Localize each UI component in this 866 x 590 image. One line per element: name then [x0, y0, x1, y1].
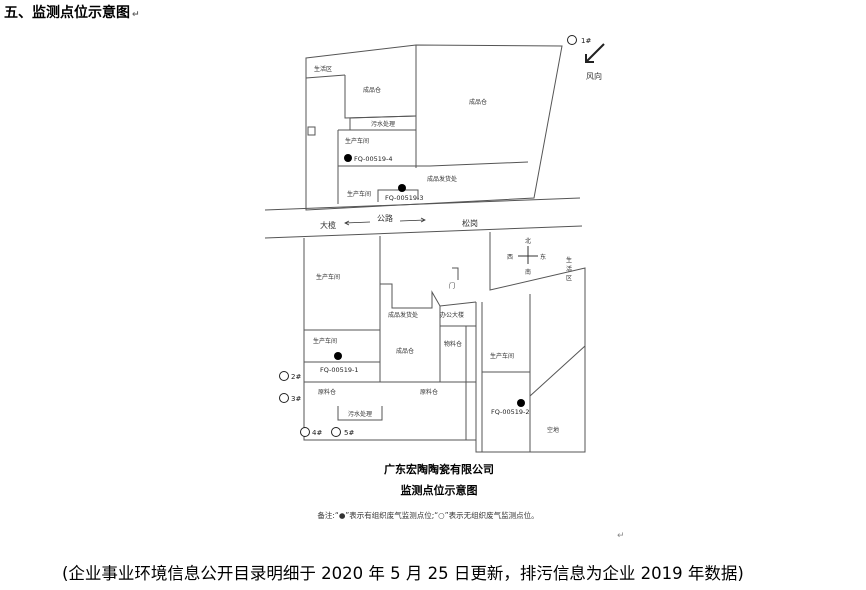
label-shipping-north: 成品发货处 — [427, 175, 457, 183]
gate-mark-shape — [452, 267, 459, 280]
wind-direction-arrow — [585, 43, 605, 63]
label-living-area-south: 生 活 区 — [566, 256, 572, 282]
label-open-space: 空地 — [547, 426, 559, 434]
label-workshop-3: 生产车间 — [490, 352, 514, 360]
unorganized-point-label-3: 3# — [291, 395, 301, 403]
organized-point-label-2: FQ-00519-2 — [491, 408, 530, 416]
svg-text:生: 生 — [566, 256, 572, 264]
label-sewage-south: 污水处理 — [348, 410, 372, 418]
loading-bay — [377, 189, 419, 202]
sewage-boundary — [349, 115, 417, 130]
label-gate-mark: 门 — [449, 282, 455, 290]
label-material-warehouse: 物料仓 — [444, 340, 462, 348]
paragraph-mark: ↵ — [617, 531, 625, 541]
compass — [518, 246, 538, 264]
organized-point-label-4: FQ-00519-4 — [354, 155, 393, 163]
unorganized-point-marker-5 — [331, 427, 341, 437]
label-office-building: 办公大楼 — [440, 311, 464, 319]
small-warehouse-boundary — [344, 75, 417, 119]
label-raw-material-1: 原料仓 — [318, 388, 336, 396]
unorganized-point-marker-1 — [567, 35, 577, 45]
map-title: 监测点位示意图 — [401, 483, 478, 497]
open-space-diagonal — [529, 345, 586, 397]
road-edge-north — [264, 197, 581, 211]
north-site-outline — [305, 44, 563, 211]
compass-south: 南 — [525, 268, 531, 276]
organized-point-marker-2 — [517, 399, 525, 407]
svg-text:区: 区 — [566, 275, 572, 282]
label-finished-warehouse-south: 成品仓 — [396, 347, 414, 355]
label-finished-warehouse-large: 成品仓 — [469, 98, 487, 106]
road-label-right: 松岗 — [462, 218, 478, 228]
unorganized-point-marker-4 — [300, 427, 310, 437]
wind-direction-label: 风向 — [586, 71, 602, 81]
compass-east: 东 — [540, 253, 546, 261]
legend-note: 备注:“●”表示有组织废气监测点位;“○”表示无组织废气监测点位。 — [317, 510, 538, 520]
label-shipping-south: 成品发货处 — [388, 311, 418, 319]
organized-point-label-3: FQ-00519-3 — [385, 194, 424, 202]
organized-point-marker-4 — [344, 154, 352, 162]
label-workshop-1: 生产车间 — [316, 273, 340, 281]
sewage-south — [337, 406, 383, 421]
svg-text:活: 活 — [566, 265, 572, 273]
shipping-top — [380, 283, 477, 309]
unorganized-point-label-1: 1# — [581, 37, 591, 45]
unorganized-point-marker-3 — [279, 393, 289, 403]
unorganized-point-label-5: 5# — [344, 429, 354, 437]
road-label-left: 大榄 — [320, 220, 336, 230]
road-edge-south — [264, 225, 583, 239]
shipping-boundary — [416, 161, 529, 167]
unorganized-point-label-2: 2# — [291, 373, 301, 381]
label-sewage-north: 污水处理 — [371, 120, 395, 128]
label-raw-material-2: 原料仓 — [420, 388, 438, 396]
road-arrows — [344, 217, 426, 226]
label-workshop-2: 生产车间 — [313, 337, 337, 345]
label-workshop-upper: 生产车间 — [345, 137, 369, 145]
section-heading: 五、监测点位示意图↵ — [4, 5, 140, 21]
organized-point-marker-3 — [398, 184, 406, 192]
living-area-boundary — [305, 74, 346, 79]
road-label-center: 公路 — [377, 213, 393, 223]
compass-west: 西 — [507, 254, 513, 261]
small-structure — [307, 126, 316, 136]
label-finished-warehouse-small: 成品仓 — [363, 86, 381, 94]
compass-north: 北 — [525, 237, 531, 245]
unorganized-point-marker-2 — [279, 371, 289, 381]
footnote: (企业事业环境信息公开目录明细于 2020 年 5 月 25 日更新，排污信息为… — [62, 564, 744, 583]
organized-point-marker-1 — [334, 352, 342, 360]
label-workshop-lower: 生产车间 — [347, 190, 371, 198]
label-living-area-north: 生活区 — [314, 65, 332, 73]
company-name: 广东宏陶陶瓷有限公司 — [384, 462, 494, 476]
unorganized-point-label-4: 4# — [312, 429, 322, 437]
organized-point-label-1: FQ-00519-1 — [320, 366, 359, 374]
